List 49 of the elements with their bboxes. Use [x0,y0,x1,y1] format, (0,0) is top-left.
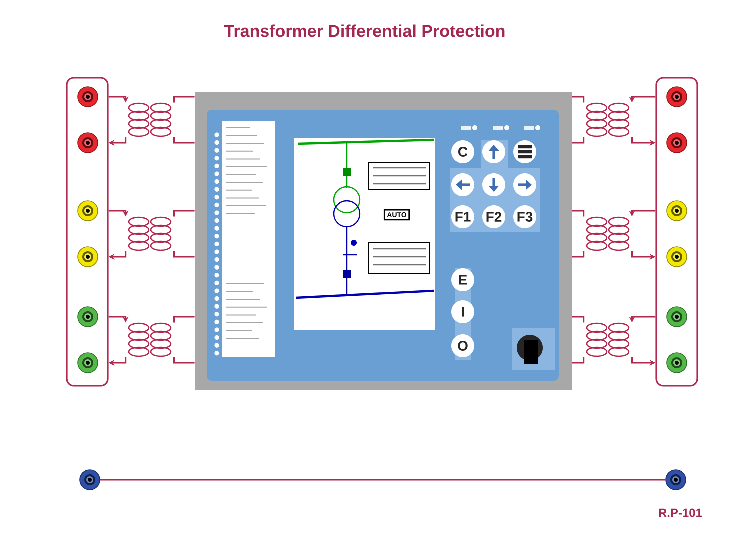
banana-jack [78,352,98,374]
banana-jack [666,306,688,328]
wire [572,251,585,258]
terminal-strip [656,77,698,387]
current-transformer [586,102,630,138]
wire [173,96,195,103]
key-button: I [452,300,474,324]
arrow-button [452,174,474,196]
wire [572,357,585,364]
current-transformer [128,216,172,252]
title: Transformer Differential Protection [224,24,505,38]
terminal-strip [66,77,109,387]
current-transformer [128,102,172,138]
banana-jack [78,132,98,154]
arrow-button [482,140,506,164]
banana-jack [78,246,98,268]
wire [173,137,195,144]
banana-jack [666,86,688,108]
banana-jack [78,306,98,328]
wire [173,251,195,258]
arrow-button [482,174,506,196]
wire [173,210,195,217]
banana-jack [666,470,686,490]
wire [572,210,585,217]
key-button: F2 [482,206,506,228]
wire [572,96,585,103]
wire [572,137,585,144]
current-transformer [586,216,630,252]
key-button: C [452,140,474,164]
panel-code: R.P-101 [659,508,702,518]
wire [100,479,666,481]
banana-jack [78,86,98,108]
banana-jack [666,352,688,374]
key-button: F3 [514,206,536,228]
key-button: E [452,268,474,292]
wire [173,316,195,323]
banana-jack [80,470,100,490]
banana-jack [78,200,98,222]
arrow-button [514,174,536,196]
key-button: O [452,334,474,358]
banana-jack [666,132,688,154]
banana-jack [666,246,688,268]
banana-jack [666,200,688,222]
wire [173,357,195,364]
key-button: F1 [452,206,474,228]
menu-button [514,140,536,164]
current-transformer [128,322,172,358]
wire [572,316,585,323]
current-transformer [586,322,630,358]
